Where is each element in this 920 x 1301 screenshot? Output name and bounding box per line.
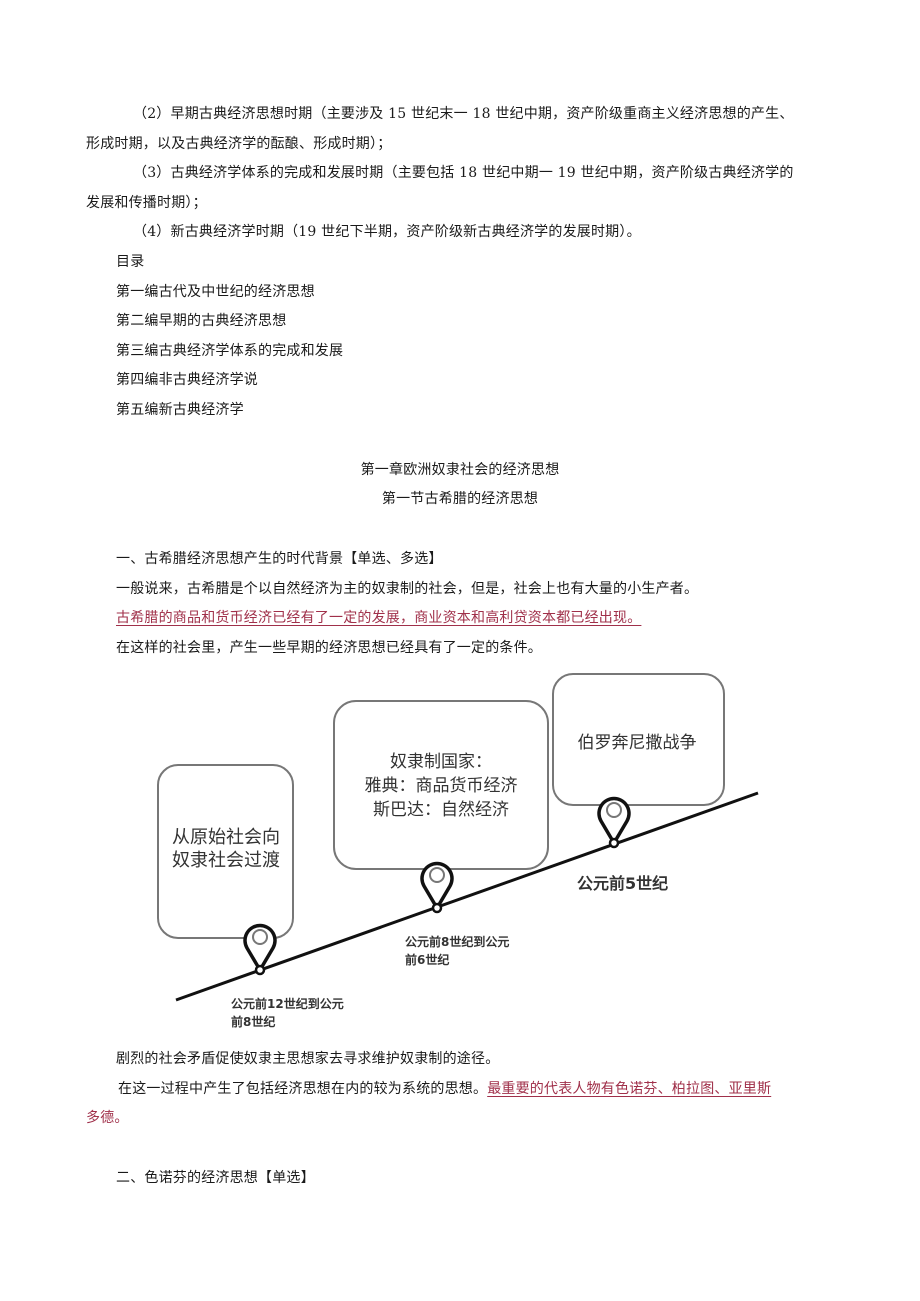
event-2-line2: 雅典：商品货币经济: [365, 776, 518, 796]
part1-para3: 在这样的社会里，产生一些早期的经济思想已经具有了一定的条件。: [116, 640, 542, 656]
toc-item: 第三编古典经济学体系的完成和发展: [116, 343, 344, 359]
toc-item: 第四编非古典经济学说: [116, 372, 258, 388]
event-2-line3: 斯巴达：自然经济: [373, 800, 509, 820]
event-2-date-line2: 前6世纪: [405, 952, 449, 967]
part1-highlight: 古希腊的商品和货币经济已经有了一定的发展，商业资本和高利贷资本都已经出现。: [116, 610, 642, 626]
event-3-line1: 伯罗奔尼撒战争: [578, 733, 697, 753]
toc-item: 第一编古代及中世纪的经济思想: [116, 284, 315, 300]
period-item-2-line1: （2）早期古典经济思想时期（主要涉及 15 世纪末一 18 世纪中期，资产阶级重…: [133, 106, 794, 122]
timeline-event-1: 从原始社会向 奴隶社会过渡: [157, 764, 294, 939]
timeline-event-3: 伯罗奔尼撒战争: [552, 673, 725, 806]
part1-heading: 一、古希腊经济思想产生的时代背景【单选、多选】: [116, 551, 443, 567]
timeline-axis: [175, 791, 759, 1002]
section-title: 第一节古希腊的经济思想: [381, 491, 539, 507]
timeline-event-2: 奴隶制国家： 雅典：商品货币经济 斯巴达：自然经济: [333, 700, 549, 870]
map-pin-icon: [597, 796, 631, 849]
part1-after-para2: 在这一过程中产生了包括经济思想在内的较为系统的思想。最重要的代表人物有色诺芬、柏…: [118, 1079, 771, 1099]
map-pin-icon: [420, 861, 454, 914]
part2-heading: 二、色诺芬的经济思想【单选】: [116, 1170, 315, 1186]
event-1-date-line1: 公元前12世纪到公元: [231, 996, 344, 1011]
representatives-highlight: 最重要的代表人物有色诺芬、柏拉图、亚里斯: [487, 1081, 772, 1097]
event-1-date-line2: 前8世纪: [231, 1014, 275, 1029]
event-2-date-line1: 公元前8世纪到公元: [405, 934, 509, 949]
toc-title: 目录: [116, 254, 145, 270]
part1-after-para1: 剧烈的社会矛盾促使奴隶主思想家去寻求维护奴隶制的途径。: [116, 1051, 500, 1067]
period-item-3-line1: （3）古典经济学体系的完成和发展时期（主要包括 18 世纪中期一 19 世纪中期…: [133, 165, 794, 181]
event-1-line2: 奴隶社会过渡: [172, 850, 280, 871]
part1-after-para2-plain: 在这一过程中产生了包括经济思想在内的较为系统的思想。: [118, 1081, 488, 1097]
period-item-4: （4）新古典经济学时期（19 世纪下半期，资产阶级新古典经济学的发展时期）。: [133, 224, 641, 240]
representatives-highlight-cont: 多德。: [86, 1110, 129, 1126]
chapter-title: 第一章欧洲奴隶社会的经济思想: [360, 462, 560, 478]
event-3-date: 公元前5世纪: [577, 874, 668, 893]
period-item-3-line2: 发展和传播时期）；: [86, 195, 207, 211]
toc-item: 第五编新古典经济学: [116, 402, 244, 418]
event-2-line1: 奴隶制国家：: [390, 752, 492, 772]
period-item-2-line2: 形成时期，以及古典经济学的酝酿、形成时期）；: [86, 136, 392, 152]
part1-para1: 一般说来，古希腊是个以自然经济为主的奴隶制的社会，但是，社会上也有大量的小生产者…: [116, 581, 699, 597]
event-1-line1: 从原始社会向: [172, 827, 280, 848]
map-pin-icon: [243, 923, 277, 976]
toc-item: 第二编早期的古典经济思想: [116, 313, 287, 329]
